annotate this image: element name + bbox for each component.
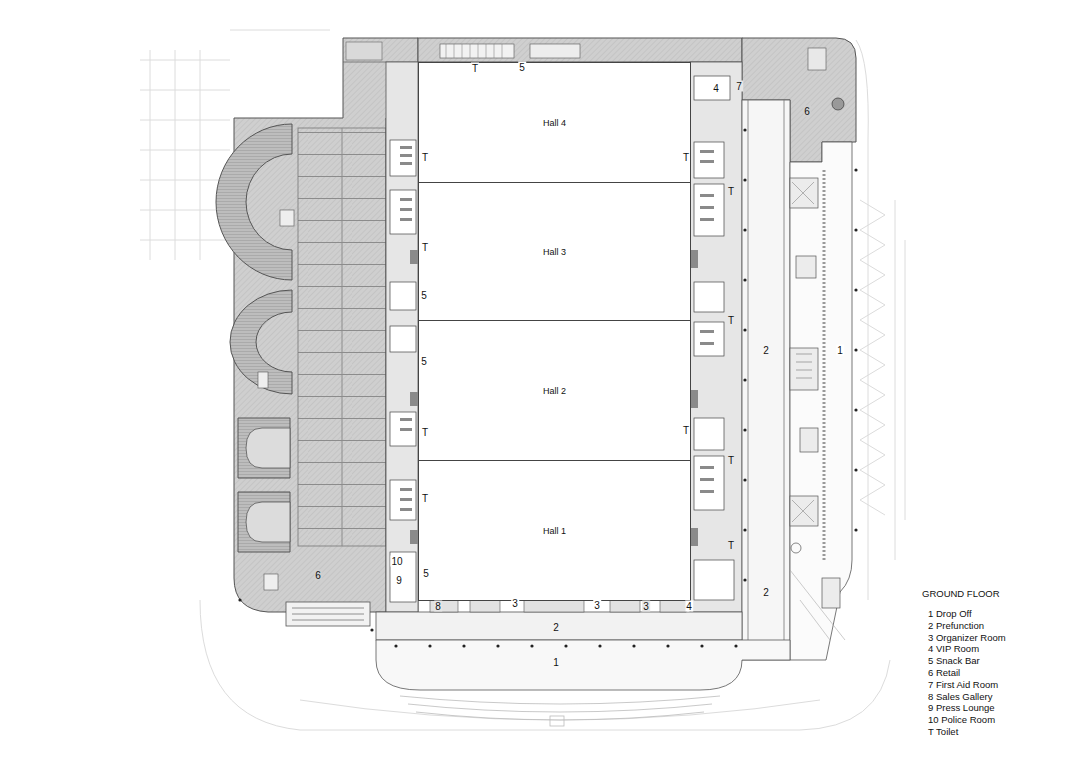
callout-number: T bbox=[421, 242, 429, 253]
legend-entry: 3 Organizer Room bbox=[922, 632, 1006, 644]
callout-number: 4 bbox=[712, 83, 720, 94]
legend-entry: 2 Prefunction bbox=[922, 620, 1006, 632]
legend-entry: T Toilet bbox=[922, 726, 1006, 738]
callout-number: 8 bbox=[434, 601, 442, 612]
callout-number: 1 bbox=[836, 345, 844, 356]
callout-number: T bbox=[471, 63, 479, 74]
callout-number: 5 bbox=[518, 62, 526, 73]
callout-number: 3 bbox=[593, 600, 601, 611]
callout-number: 10 bbox=[390, 556, 403, 567]
callout-number: T bbox=[727, 455, 735, 466]
legend-entry: 5 Snack Bar bbox=[922, 655, 1006, 667]
hall-name: Hall 3 bbox=[543, 247, 566, 257]
callout-number: T bbox=[727, 186, 735, 197]
callout-number: 9 bbox=[395, 575, 403, 586]
callout-number: 5 bbox=[420, 356, 428, 367]
legend-title: GROUND FLOOR bbox=[922, 587, 1006, 601]
legend: GROUND FLOOR 1 Drop Off2 Prefunction3 Org… bbox=[922, 587, 1006, 738]
legend-entry: 1 Drop Off bbox=[922, 608, 1006, 620]
callout-number: T bbox=[421, 493, 429, 504]
callout-number: T bbox=[682, 425, 690, 436]
legend-entry: 8 Sales Gallery bbox=[922, 691, 1006, 703]
callout-number: 5 bbox=[422, 568, 430, 579]
callout-number: 3 bbox=[511, 598, 519, 609]
callout-number: 7 bbox=[735, 81, 743, 92]
callout-number: T bbox=[727, 540, 735, 551]
hall-name: Hall 1 bbox=[543, 526, 566, 536]
callout-number: T bbox=[727, 315, 735, 326]
callout-number: 3 bbox=[642, 601, 650, 612]
callout-number: T bbox=[682, 152, 690, 163]
hall-area: Hall 2 bbox=[418, 320, 691, 461]
legend-entry: 9 Press Lounge bbox=[922, 702, 1006, 714]
callout-number: 6 bbox=[314, 570, 322, 581]
legend-entry: 10 Police Room bbox=[922, 714, 1006, 726]
hall-name: Hall 4 bbox=[543, 118, 566, 128]
callout-number: 2 bbox=[552, 622, 560, 633]
callout-number: T bbox=[421, 427, 429, 438]
hall-area: Hall 3 bbox=[418, 182, 691, 321]
callout-number: 5 bbox=[420, 290, 428, 301]
callout-number: 1 bbox=[552, 657, 560, 668]
callout-number: 2 bbox=[762, 345, 770, 356]
hall-area: Hall 1 bbox=[418, 460, 691, 601]
callout-number: 2 bbox=[762, 587, 770, 598]
callout-number: 6 bbox=[803, 106, 811, 117]
legend-entry: 7 First Aid Room bbox=[922, 679, 1006, 691]
legend-entry: 6 Retail bbox=[922, 667, 1006, 679]
hall-area: Hall 4 bbox=[418, 62, 691, 183]
callout-number: T bbox=[421, 152, 429, 163]
hall-name: Hall 2 bbox=[543, 386, 566, 396]
legend-entry: 4 VIP Room bbox=[922, 643, 1006, 655]
callout-number: 4 bbox=[685, 601, 693, 612]
